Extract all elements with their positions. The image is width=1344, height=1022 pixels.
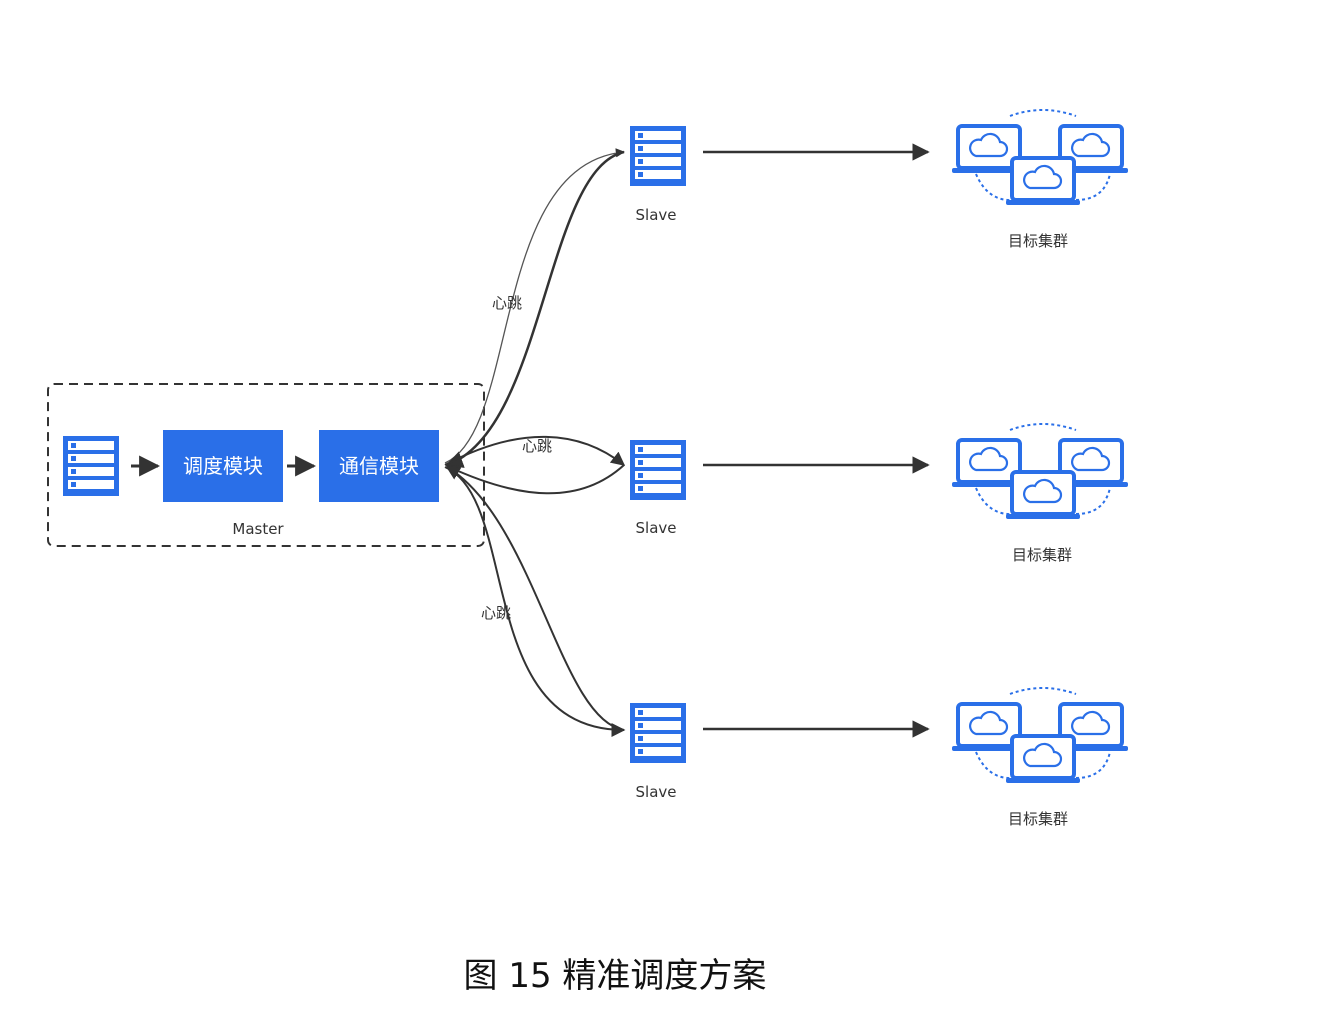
- comm-curve-middle: [445, 464, 625, 495]
- heartbeat-label-middle: 心跳: [522, 437, 552, 455]
- slave-label-1: Slave: [636, 206, 677, 224]
- comm-module-label: 通信模块: [339, 454, 419, 478]
- figure-caption: 图 15 精准调度方案: [463, 956, 767, 996]
- heartbeat-label-top: 心跳: [492, 294, 522, 312]
- master-group: [47, 383, 485, 547]
- comm-module: [319, 430, 439, 502]
- cluster-label-1: 目标集群: [1008, 232, 1068, 250]
- comm-curve-top: [445, 150, 625, 468]
- cluster-icon-1: [952, 110, 1128, 205]
- master-label: Master: [232, 520, 284, 538]
- heartbeat-curve-middle: [444, 435, 626, 466]
- slave-server-icon-3: [630, 703, 686, 763]
- master-server-icon: [63, 436, 119, 496]
- slave-label-2: Slave: [636, 519, 677, 537]
- heartbeat-label-bottom: 心跳: [481, 604, 511, 622]
- scheduler-module: [163, 430, 283, 502]
- cluster-label-3: 目标集群: [1008, 810, 1068, 828]
- heartbeat-curve-top: [444, 148, 625, 464]
- cluster-label-2: 目标集群: [1012, 546, 1072, 564]
- scheduler-module-label: 调度模块: [183, 454, 263, 478]
- cluster-icon-2: [952, 424, 1128, 519]
- heartbeat-curve-bottom: [444, 466, 626, 737]
- slave-label-3: Slave: [636, 783, 677, 801]
- slave-server-icon-1: [630, 126, 686, 186]
- cluster-icon-3: [952, 688, 1128, 783]
- slave-server-icon-2: [630, 440, 686, 500]
- comm-curve-bottom: [445, 466, 625, 731]
